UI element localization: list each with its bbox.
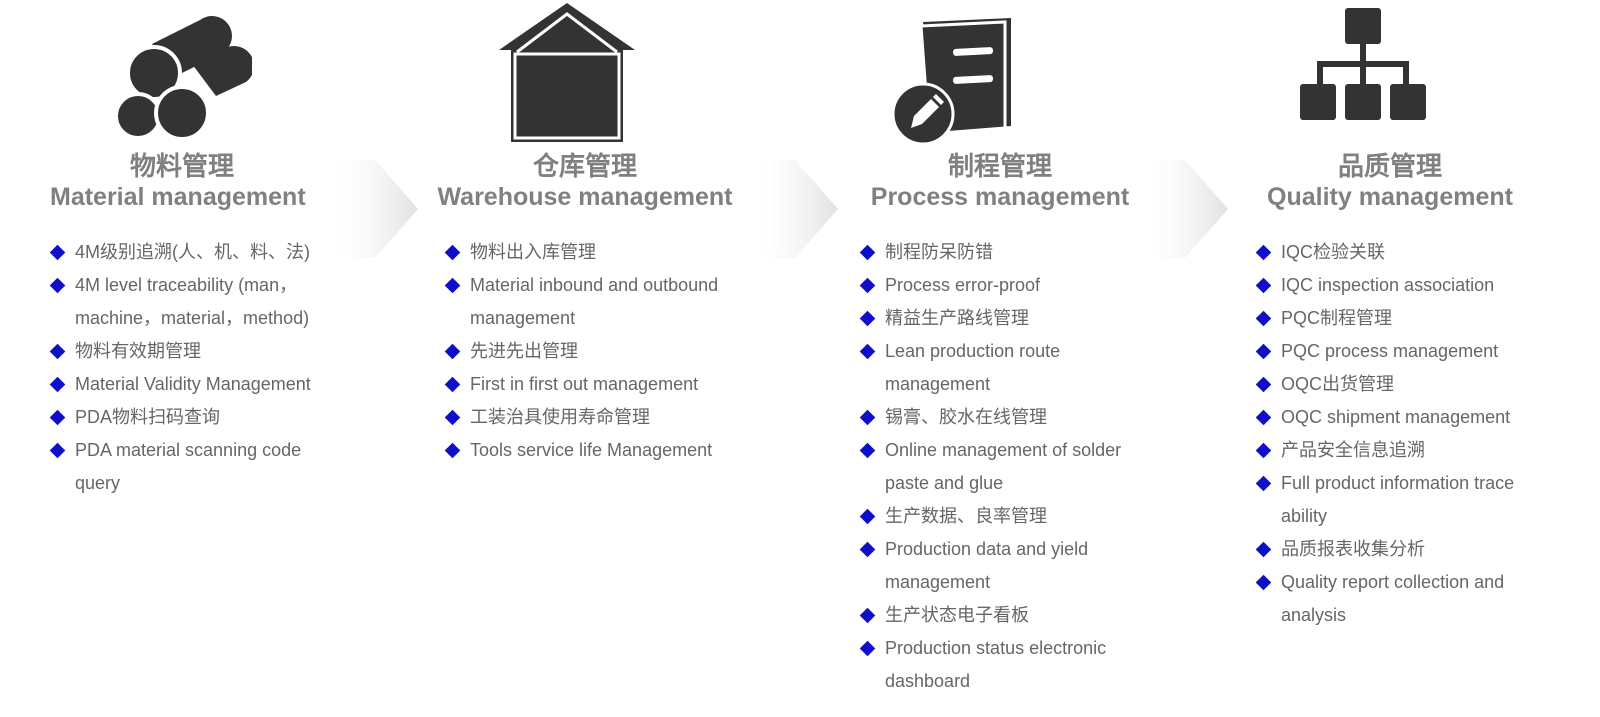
list-item: Tools service life Management [444,434,765,467]
diamond-bullet-icon [859,640,876,657]
diamond-bullet-icon [49,277,66,294]
list-item: OQC shipment management [1255,401,1556,434]
list-item-continuation: paste and glue [885,473,1004,493]
diamond-bullet-icon [1255,244,1272,261]
diamond-bullet-icon [49,244,66,261]
diamond-bullet-icon [859,541,876,558]
diamond-bullet-icon [859,607,876,624]
feature-list: 制程防呆防错 Process error-proof 精益生产路线管理 Lean… [859,236,1150,698]
diamond-bullet-icon [49,376,66,393]
list-item: Full product information trace [1255,467,1556,500]
diamond-bullet-icon [444,409,461,426]
diamond-bullet-icon [49,442,66,459]
diamond-bullet-icon [444,277,461,294]
diamond-bullet-icon [1255,574,1272,591]
title-chinese: 制程管理 [947,152,1052,182]
title-chinese: 品质管理 [1337,152,1442,182]
list-item: 品质报表收集分析 [1255,533,1556,566]
diamond-bullet-icon [444,376,461,393]
diamond-bullet-icon [444,244,461,261]
diamond-bullet-icon [444,442,461,459]
list-item: 4M level traceability (man， [49,269,340,302]
diamond-bullet-icon [1255,475,1272,492]
diamond-bullet-icon [1255,541,1272,558]
list-item: PQC制程管理 [1255,302,1556,335]
column-heading: 物料管理 Material management [50,152,340,212]
list-item-continuation: management [885,374,991,394]
list-item: 物料出入库管理 [444,236,765,269]
feature-list: IQC检验关联 IQC inspection association PQC制程… [1255,236,1556,632]
list-item: Production data and yield [859,533,1150,566]
list-item: PQC process management [1255,335,1556,368]
list-item: Production status electronic [859,632,1150,665]
diamond-bullet-icon [1255,277,1272,294]
list-item: OQC出货管理 [1255,368,1556,401]
list-item: 精益生产路线管理 [859,302,1150,335]
diamond-bullet-icon [859,244,876,261]
diamond-bullet-icon [859,277,876,294]
list-item-continuation: machine，material，method) [75,308,310,328]
document-pencil-icon [893,0,1033,145]
column-heading: 品质管理 Quality management [1240,152,1540,212]
list-item: Material Validity Management [49,368,340,401]
chevron-arrow-icon [750,160,838,258]
diamond-bullet-icon [859,409,876,426]
diamond-bullet-icon [859,442,876,459]
list-item: IQC检验关联 [1255,236,1556,269]
list-item-continuation: ability [1281,506,1328,526]
diamond-bullet-icon [1255,376,1272,393]
list-item-continuation: management [885,572,991,592]
diamond-bullet-icon [1255,409,1272,426]
feature-list: 4M级别追溯(人、机、料、法) 4M level traceability (m… [49,236,340,500]
title-english: Quality management [1267,183,1513,211]
list-item: 工装治具使用寿命管理 [444,401,765,434]
diamond-bullet-icon [49,343,66,360]
diamond-bullet-icon [444,343,461,360]
list-item: 4M级别追溯(人、机、料、法) [49,236,340,269]
list-item: Process error-proof [859,269,1150,302]
list-item: 生产状态电子看板 [859,599,1150,632]
diamond-bullet-icon [1255,442,1272,459]
list-item: 生产数据、良率管理 [859,500,1150,533]
list-item-continuation: management [470,308,576,328]
pipes-icon [112,0,252,145]
list-item: 锡膏、胶水在线管理 [859,401,1150,434]
diamond-bullet-icon [859,310,876,327]
list-item: 先进先出管理 [444,335,765,368]
list-item: Material inbound and outbound [444,269,765,302]
list-item-continuation: analysis [1281,605,1347,625]
chevron-arrow-icon [330,160,418,258]
list-item: Quality report collection and [1255,566,1556,599]
diamond-bullet-icon [1255,343,1272,360]
title-english: Material management [50,183,306,211]
list-item: 物料有效期管理 [49,335,340,368]
title-english: Process management [870,183,1130,211]
diamond-bullet-icon [859,508,876,525]
warehouse-house-icon [497,0,637,145]
list-item: 产品安全信息追溯 [1255,434,1556,467]
list-item: 制程防呆防错 [859,236,1150,269]
chevron-arrow-icon [1140,160,1228,258]
list-item: Lean production route [859,335,1150,368]
title-chinese: 仓库管理 [532,152,637,182]
list-item: First in first out management [444,368,765,401]
title-chinese: 物料管理 [130,152,235,182]
list-item-continuation: query [75,473,121,493]
list-item: PDA material scanning code [49,434,340,467]
list-item-continuation: dashboard [885,671,971,691]
diamond-bullet-icon [1255,310,1272,327]
list-item: IQC inspection association [1255,269,1556,302]
column-heading: 仓库管理 Warehouse management [425,152,745,212]
hierarchy-icon [1298,0,1438,145]
list-item: Online management of solder [859,434,1150,467]
feature-list: 物料出入库管理 Material inbound and outbound ma… [444,236,765,467]
column-heading: 制程管理 Process management [855,152,1145,212]
diamond-bullet-icon [859,343,876,360]
diamond-bullet-icon [49,409,66,426]
title-english: Warehouse management [437,183,733,211]
list-item: PDA物料扫码查询 [49,401,340,434]
